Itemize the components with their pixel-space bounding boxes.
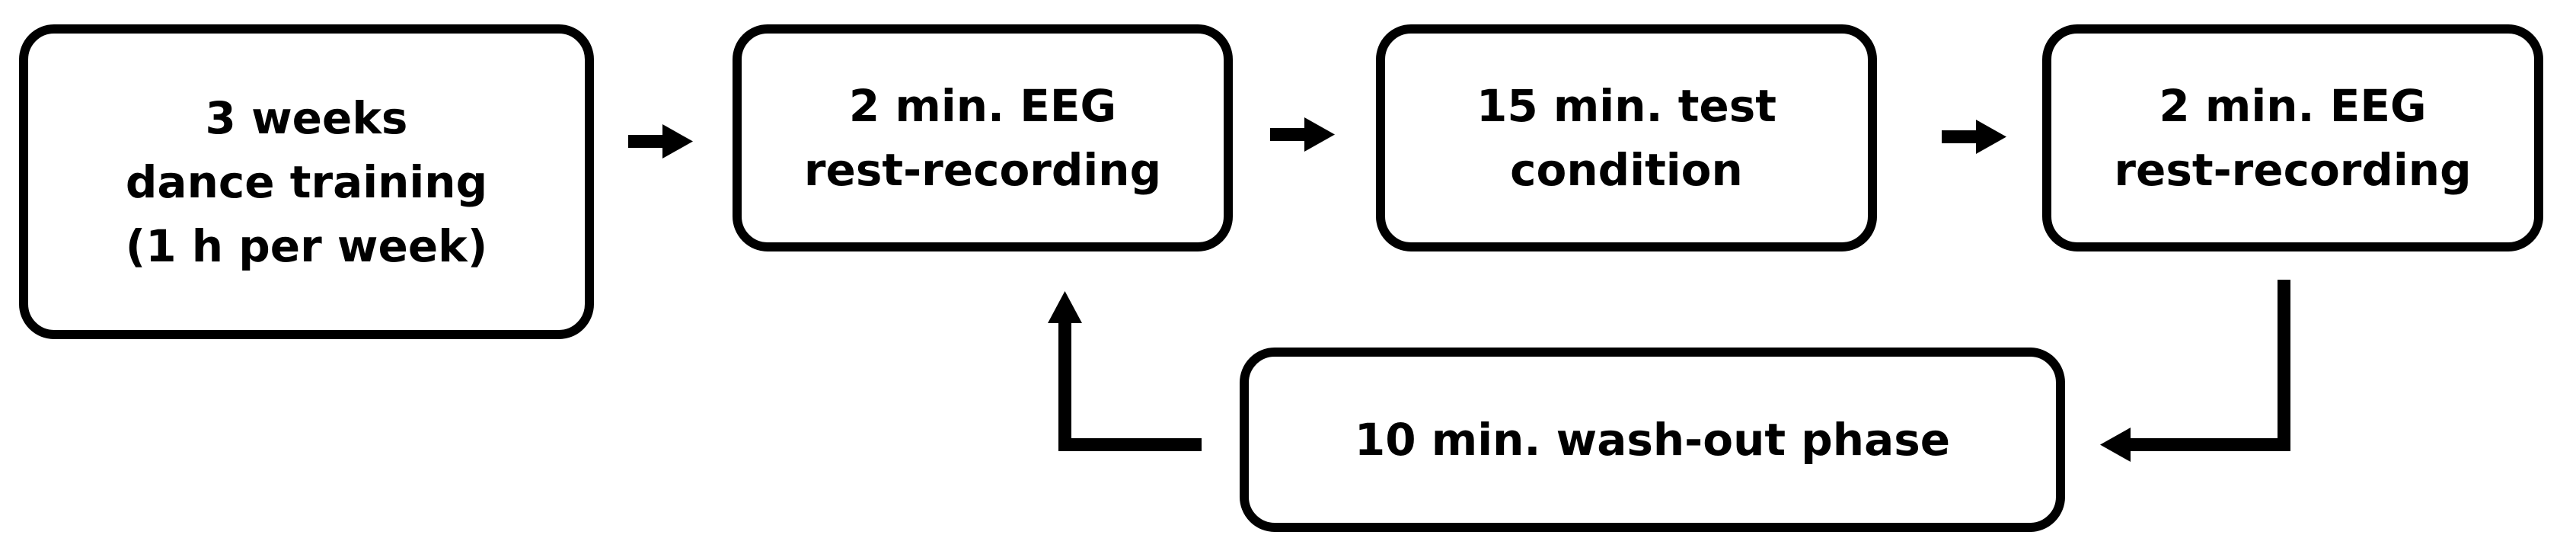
- arrow-eeg-to-washout: [2100, 280, 2290, 462]
- test-condition-line-2: condition: [1510, 144, 1743, 196]
- dance-training-line-2: dance training: [125, 155, 488, 208]
- test-condition-box: 15 min. test condition: [1376, 24, 1877, 251]
- eeg-rest-recording-box-2: 2 min. EEG rest-recording: [2042, 24, 2543, 251]
- arrow-washout-to-eeg: [1048, 291, 1202, 451]
- dance-training-line-3: (1 h per week): [125, 219, 488, 272]
- dance-training-box: 3 weeks dance training (1 h per week): [19, 24, 594, 339]
- arrow-eeg-to-test: [1270, 117, 1335, 152]
- eeg-rest-1-line-1: 2 min. EEG: [848, 80, 1117, 132]
- dance-training-line-1: 3 weeks: [205, 91, 408, 144]
- arrow-training-to-eeg: [628, 124, 693, 159]
- eeg-rest-2-line-2: rest-recording: [2114, 144, 2472, 196]
- arrow-test-to-eeg: [1942, 120, 2006, 154]
- eeg-rest-1-line-2: rest-recording: [803, 144, 1162, 196]
- test-condition-line-1: 15 min. test: [1476, 80, 1777, 132]
- washout-phase-label: 10 min. wash-out phase: [1354, 414, 1951, 466]
- eeg-rest-2-line-1: 2 min. EEG: [2159, 80, 2427, 132]
- eeg-rest-recording-box-1: 2 min. EEG rest-recording: [733, 24, 1233, 251]
- washout-phase-box: 10 min. wash-out phase: [1240, 348, 2065, 532]
